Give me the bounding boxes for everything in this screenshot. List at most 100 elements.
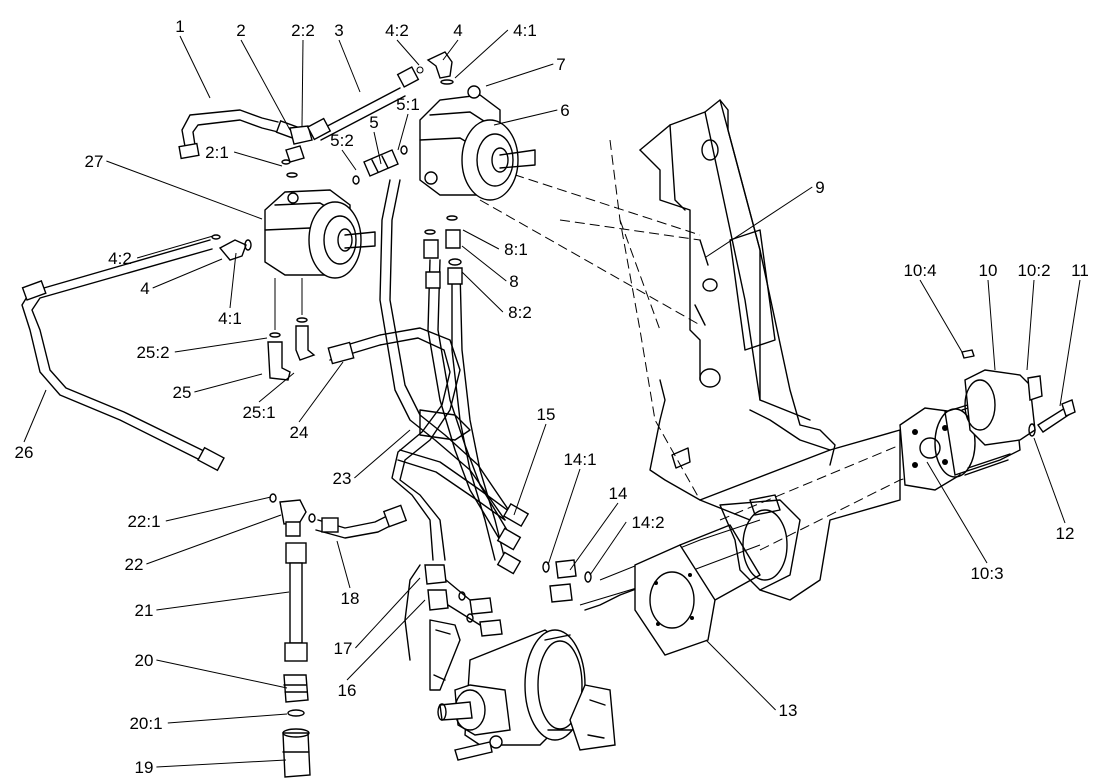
leader-line-c11 bbox=[1059, 279, 1081, 407]
callout-label-c20: 20 bbox=[135, 651, 154, 670]
leader-line-c10-4 bbox=[919, 279, 963, 353]
callout-label-c23: 23 bbox=[333, 469, 352, 488]
elbow-fitting-4-upper bbox=[426, 51, 454, 85]
leader-line-c4-2a bbox=[396, 39, 420, 66]
callout-label-c8-1: 8:1 bbox=[504, 240, 528, 259]
leader-line-c7 bbox=[485, 63, 554, 87]
leader-line-c8-2 bbox=[461, 271, 504, 313]
fittings-16-17 bbox=[404, 564, 503, 661]
leader-line-c6 bbox=[493, 109, 558, 126]
callout-label-c25-2: 25:2 bbox=[136, 343, 169, 362]
callout-label-c2: 2 bbox=[236, 21, 245, 40]
callout-label-c11: 11 bbox=[1071, 261, 1089, 280]
mounting-plate-13 bbox=[634, 524, 761, 656]
callout-label-c6: 6 bbox=[560, 101, 569, 120]
callout-label-c5: 5 bbox=[369, 113, 378, 132]
callout-label-c4-1a: 4:1 bbox=[513, 21, 537, 40]
callout-label-c2-2: 2:2 bbox=[291, 21, 315, 40]
callout-label-c4-2b: 4:2 bbox=[108, 249, 132, 268]
leader-line-c25-1 bbox=[258, 372, 295, 403]
leader-line-c25 bbox=[194, 373, 263, 393]
callout-label-c15: 15 bbox=[537, 405, 556, 424]
callout-label-c4b: 4 bbox=[140, 279, 149, 298]
hose-1 bbox=[178, 109, 301, 160]
hose-bundle-pump6 bbox=[379, 179, 513, 561]
tee-fitting-2 bbox=[281, 125, 313, 178]
hose-18 bbox=[315, 504, 408, 539]
hose-3 bbox=[306, 66, 424, 141]
wheel-motor-lower bbox=[429, 619, 616, 761]
leader-line-c10-3 bbox=[926, 461, 988, 564]
leader-line-c4-2b bbox=[136, 235, 214, 259]
leader-line-c20 bbox=[156, 659, 288, 689]
fitting-25 bbox=[267, 278, 316, 381]
leader-line-c4b bbox=[152, 258, 223, 289]
leader-line-c5-2 bbox=[341, 149, 357, 171]
callout-label-c10-3: 10:3 bbox=[970, 564, 1003, 583]
leader-line-c22 bbox=[146, 514, 282, 565]
callout-label-c27: 27 bbox=[85, 152, 104, 171]
leader-line-c22-1 bbox=[165, 496, 272, 522]
callout-label-c17: 17 bbox=[334, 639, 353, 658]
leader-line-c4a bbox=[442, 39, 459, 61]
leader-line-c10-2 bbox=[1026, 279, 1035, 371]
hydraulic-pump-27 bbox=[264, 189, 376, 279]
leader-line-c2-2 bbox=[301, 39, 304, 127]
leader-line-c25-2 bbox=[174, 337, 268, 353]
leader-line-c2-1 bbox=[233, 151, 283, 167]
leader-line-c14-2 bbox=[589, 521, 627, 576]
hose-15 bbox=[397, 449, 530, 575]
callout-label-c14-2: 14:2 bbox=[631, 513, 664, 532]
callout-label-c8-2: 8:2 bbox=[508, 303, 532, 322]
leader-line-c20-1 bbox=[167, 713, 288, 724]
callout-label-c3: 3 bbox=[334, 21, 343, 40]
fitting-20 bbox=[283, 674, 309, 717]
elbow-fitting-4-lower bbox=[211, 234, 252, 261]
leader-line-c12 bbox=[1033, 437, 1066, 524]
callout-label-c12: 12 bbox=[1056, 524, 1075, 543]
callout-label-c4a: 4 bbox=[453, 21, 462, 40]
frame-base-plate bbox=[479, 139, 1001, 611]
tee-fitting-22 bbox=[269, 493, 316, 537]
hydraulic-pump-6 bbox=[419, 85, 536, 201]
callout-label-c18: 18 bbox=[341, 589, 360, 608]
callout-label-c16: 16 bbox=[338, 681, 357, 700]
callout-label-c19: 19 bbox=[135, 758, 154, 777]
bolt-11-washer-12 bbox=[1028, 399, 1076, 437]
callout-label-c25-1: 25:1 bbox=[242, 403, 275, 422]
leader-line-c21 bbox=[156, 591, 290, 611]
leader-line-c18 bbox=[336, 540, 351, 589]
callout-label-c5-1: 5:1 bbox=[396, 95, 420, 114]
adapters-14 bbox=[542, 519, 761, 606]
leader-line-c5 bbox=[373, 131, 382, 165]
callout-label-c25: 25 bbox=[173, 383, 192, 402]
cap-19 bbox=[282, 728, 311, 778]
leader-line-c2 bbox=[240, 39, 291, 131]
leader-line-c13 bbox=[705, 639, 776, 711]
leader-line-c16 bbox=[346, 599, 426, 681]
leader-line-c14 bbox=[569, 502, 619, 571]
hose-26 bbox=[21, 239, 225, 472]
leader-line-c24 bbox=[298, 361, 344, 423]
hose-21 bbox=[284, 542, 308, 662]
leader-line-c4-1b bbox=[229, 252, 237, 309]
leader-line-c27 bbox=[106, 160, 263, 220]
leader-line-c8 bbox=[461, 245, 507, 282]
callout-label-c10-2: 10:2 bbox=[1017, 261, 1050, 280]
callout-label-c10: 10 bbox=[979, 261, 998, 280]
leader-line-c1 bbox=[179, 35, 211, 99]
callout-label-c7: 7 bbox=[556, 55, 565, 74]
callout-label-c24: 24 bbox=[290, 423, 309, 442]
callout-label-c10-4: 10:4 bbox=[903, 261, 936, 280]
callout-label-c13: 13 bbox=[779, 701, 798, 720]
callout-label-c1: 1 bbox=[175, 17, 184, 36]
leader-line-c10 bbox=[987, 279, 996, 371]
leader-line-c3 bbox=[338, 39, 361, 93]
leader-line-c26 bbox=[23, 389, 47, 443]
callout-label-c8: 8 bbox=[509, 272, 518, 291]
callout-label-c2-1: 2:1 bbox=[205, 143, 229, 162]
callout-label-c5-2: 5:2 bbox=[330, 131, 354, 150]
callout-label-c4-1b: 4:1 bbox=[218, 309, 242, 328]
leader-line-c23 bbox=[354, 429, 411, 479]
